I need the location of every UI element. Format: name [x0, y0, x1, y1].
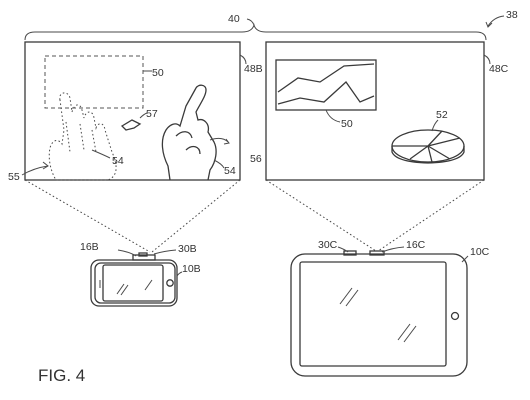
label-system: 38 [506, 9, 518, 21]
tablet-camera-leader [381, 246, 405, 253]
label-tablet-projector: 30C [318, 239, 338, 251]
chart-window [275, 59, 377, 111]
label-hand-outline-a: 54 [112, 155, 124, 167]
dashed-window [44, 55, 144, 109]
hand-arrow-head [223, 138, 230, 145]
label-right-display: 48C [489, 63, 509, 75]
system-arrow [485, 15, 505, 28]
chart-line-lower [277, 81, 375, 105]
dotted-hand-leader [21, 165, 49, 176]
pie-leader [431, 119, 439, 132]
pie-chart [391, 129, 465, 164]
tablet-device [290, 250, 468, 377]
projection-lines-left [24, 179, 241, 253]
projection-lines-right [265, 179, 485, 252]
label-chart-window: 50 [341, 118, 353, 130]
figure-caption: FIG. 4 [38, 366, 85, 385]
label-hand-outline-b: 54 [224, 165, 236, 177]
label-tablet-camera: 16C [406, 239, 426, 251]
dotted-hand-outline [48, 92, 117, 181]
dotted-hand-arrow [42, 161, 49, 170]
label-display-group: 40 [228, 13, 240, 25]
phone-projector-leader [153, 249, 177, 255]
gesture-leader [139, 112, 148, 119]
label-pie: 52 [436, 109, 448, 121]
label-hand: 56 [250, 153, 262, 165]
left-display-panel [24, 41, 241, 181]
phone-leader [176, 271, 183, 277]
left-display-leader [239, 54, 247, 65]
tablet-projector-leader [337, 246, 349, 253]
hand-outline-leader-a [91, 149, 111, 159]
label-dashed-window: 50 [152, 67, 164, 79]
phone-device [90, 252, 178, 307]
label-left-display: 48B [244, 63, 263, 75]
label-tablet: 10C [470, 246, 490, 258]
hand-arrow-leader [209, 137, 229, 143]
right-display-leader [483, 54, 491, 65]
pointing-hand [161, 84, 217, 181]
chart-line-upper [277, 63, 375, 93]
phone-camera-leader [117, 249, 137, 257]
label-phone-camera: 16B [80, 241, 99, 253]
label-phone: 10B [182, 263, 201, 275]
label-dotted-hand: 55 [8, 171, 20, 183]
hand-knuckles [175, 131, 201, 155]
chart-window-leader [325, 109, 341, 123]
label-phone-projector: 30B [178, 243, 197, 255]
label-gesture: 57 [146, 108, 158, 120]
gesture-glyph [120, 119, 142, 131]
dotted-finger-lines [65, 121, 97, 153]
tablet-leader [461, 255, 469, 263]
right-display-panel [265, 41, 485, 181]
display-group-brace [24, 18, 487, 41]
hand-outline-leader-b [213, 159, 225, 169]
